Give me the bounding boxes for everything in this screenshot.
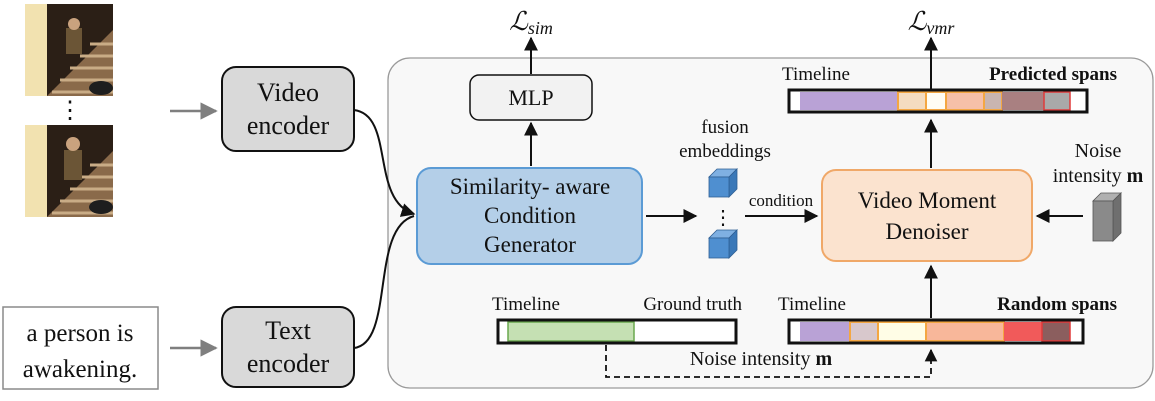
similarity-condition-generator [416,167,643,265]
sim-loss-label: ℒsim [509,7,553,38]
ground-truth-bar [496,318,738,345]
query-text-line1: a person is [27,320,134,347]
predicted-spans-title: Predicted spans [989,64,1117,85]
denoiser-line1: Video Moment [858,188,997,213]
gt-timeline-label: Timeline [492,294,560,315]
gt-title: Ground truth [643,294,742,315]
noise-bottom-label: Noise intensity m [690,348,833,370]
predicted-spans-bar [787,88,1089,114]
mlp-label: MLP [508,85,553,110]
frames-ellipsis: ⋮ [58,98,82,124]
model-panel [387,57,1154,389]
random-spans-bar [787,318,1085,345]
noise-dashed-path [605,345,938,378]
video-frame-bottom [25,125,113,217]
denoiser-line2: Denoiser [885,219,968,244]
noise-cube [1092,192,1122,242]
mlp-box [469,74,593,121]
text-encoder-line1: Text [265,316,312,345]
fusion-cube-bottom [708,229,738,259]
video-frame-top [25,4,113,96]
noise-right-line1: Noise [1075,140,1122,162]
fusion-ellipsis: ⋮ [713,207,733,229]
video-encoder-line2: encoder [247,111,330,140]
fusion-cube-top [708,168,738,198]
fusion-label-line2: embeddings [679,141,771,162]
text-to-generator-connector [353,215,415,349]
noise-right-line2: intensity m [1053,165,1144,187]
generator-line2: Condition [484,203,577,228]
predicted-timeline-label: Timeline [782,64,850,85]
fusion-label-line1: fusion [701,117,749,138]
random-spans-title: Random spans [997,294,1117,315]
video-encoder [221,66,355,152]
generator-line3: Generator [484,232,576,257]
generator-line1: Similarity- aware [450,174,610,199]
condition-label: condition [749,191,814,210]
video-to-generator-connector [353,109,416,217]
random-timeline-label: Timeline [778,294,846,315]
vmr-loss-label: ℒvmr [908,7,956,38]
query-text-box [2,306,159,390]
text-encoder-line2: encoder [247,349,330,378]
query-text-line2: awakening. [23,356,138,383]
video-moment-denoiser [821,169,1033,262]
video-encoder-line1: Video [257,78,319,107]
